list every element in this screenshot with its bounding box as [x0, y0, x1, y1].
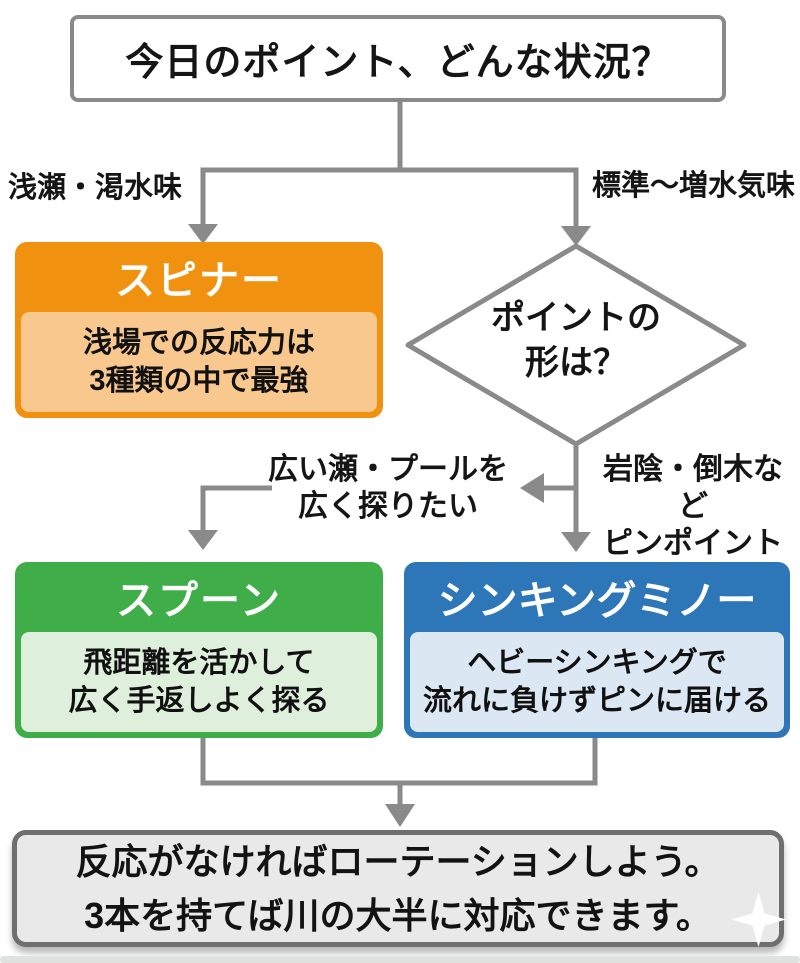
arrow-left-to-wide-label: [520, 473, 544, 503]
minnow-body-line1: ヘビーシンキングで: [467, 646, 727, 679]
pinpoint-label-line2: ピンポイント: [603, 526, 783, 560]
spoon-card-title: スプーン: [116, 579, 282, 623]
spinner-card: スピナー 浅場での反応力は 3種類の中で最強: [15, 242, 383, 418]
decision-text-line2: 形は？: [525, 343, 627, 382]
spoon-body-line2: 広く手返しよく探る: [68, 685, 330, 717]
spinner-body-line1: 浅場での反応力は: [82, 326, 315, 359]
arrow-down-to-decision: [561, 226, 591, 246]
start-question-text: 今日のポイント、どんな状況？: [125, 42, 671, 84]
arrow-down-to-conclusion: [385, 804, 415, 827]
spoon-card: スプーン 飛距離を活かして 広く手返しよく探る: [15, 562, 383, 738]
pinpoint-label-line1: 岩陰・倒木など: [603, 453, 783, 523]
spinner-card-body: 浅場での反応力は 3種類の中で最強: [21, 312, 377, 412]
start-node: 今日のポイント、どんな状況？: [70, 15, 726, 102]
branch-label-pinpoint: 岩陰・倒木など ピンポイント: [590, 452, 796, 563]
sinking-minnow-card: シンキングミノー ヘビーシンキングで 流れに負けずピンに届ける: [404, 562, 790, 738]
conclusion-node: 反応がなければローテーションしよう。 3本を持てば川の大半に対応できます。: [12, 830, 784, 947]
conclusion-line2: 3本を持てば川の大半に対応できます。: [84, 894, 712, 936]
cropped-next-section-edge: [0, 956, 800, 963]
minnow-body-line2: 流れに負けずピンに届ける: [422, 685, 771, 717]
branch-label-standard-highwater: 標準〜増水気味: [592, 170, 796, 202]
sinking-minnow-card-title: シンキングミノー: [437, 579, 757, 623]
wide-pool-label-line1: 広い瀬・プールを: [268, 453, 508, 486]
decision-node-text: ポイントの 形は？: [466, 296, 686, 386]
arrow-down-to-spoon: [188, 530, 218, 550]
spinner-body-line2: 3種類の中で最強: [89, 365, 309, 397]
arrow-down-to-spinner: [188, 224, 218, 244]
conclusion-line1: 反応がなければローテーションしよう。: [75, 840, 721, 882]
branch-label-shallow-lowwater: 浅瀬・渇水味: [8, 172, 183, 204]
connector-elbow-to-spoon: [200, 485, 272, 532]
decision-text-line1: ポイントの: [491, 299, 661, 337]
spoon-card-body: 飛距離を活かして 広く手返しよく探る: [21, 632, 377, 732]
connector-converge: [200, 737, 598, 806]
spinner-card-title: スピナー: [115, 259, 283, 303]
connector-split: [200, 167, 579, 228]
sinking-minnow-card-body: ヘビーシンキングで 流れに負けずピンに届ける: [410, 632, 784, 732]
spoon-body-line1: 飛距離を活かして: [83, 646, 315, 679]
wide-pool-label-line2: 広く探りたい: [298, 489, 478, 523]
arrow-down-to-minnow: [561, 532, 591, 552]
branch-label-wide-pool: 広い瀬・プールを 広く探りたい: [250, 452, 526, 526]
